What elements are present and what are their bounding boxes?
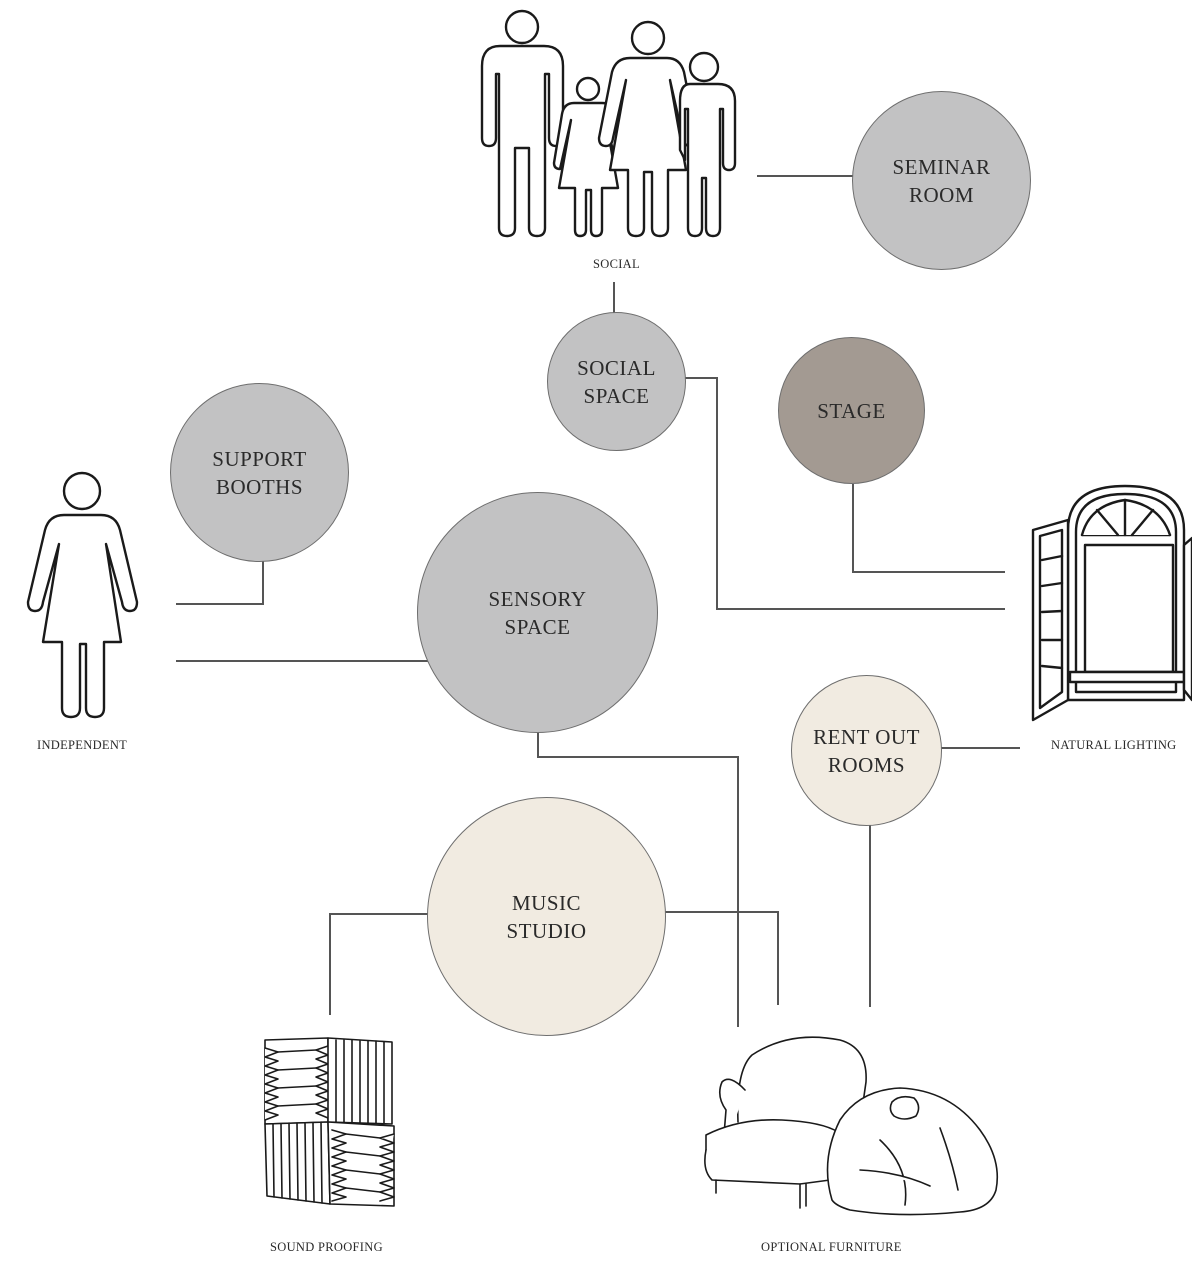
bubble-rent-out-rooms: RENT OUT ROOMS xyxy=(791,675,942,826)
bubble-social-space: SOCIAL SPACE xyxy=(547,312,686,451)
bubble-music-studio-label: MUSIC STUDIO xyxy=(506,890,587,943)
connector-independent-support xyxy=(176,557,264,605)
caption-sound-proofing: SOUND PROOFING xyxy=(270,1240,383,1254)
bubble-rent-out-rooms-label: RENT OUT ROOMS xyxy=(813,724,920,777)
bubble-stage-label: STAGE xyxy=(817,398,886,423)
bubble-sensory-space: SENSORY SPACE xyxy=(417,492,658,733)
connector-socialspace-window xyxy=(684,377,1005,610)
caption-independent: INDEPENDENT xyxy=(37,738,128,752)
connectors xyxy=(176,175,1020,1027)
connector-sensory-furniture xyxy=(537,723,739,1027)
connector-music-furniture xyxy=(664,911,779,1005)
caption-social: SOCIAL xyxy=(593,257,640,271)
connector-stage-window xyxy=(852,484,1005,573)
caption-optional-furniture: OPTIONAL FURNITURE xyxy=(761,1240,902,1254)
bubble-social-space-label: SOCIAL SPACE xyxy=(577,355,656,408)
armchair-beanbag-icon xyxy=(704,1036,999,1216)
bubble-seminar-room: SEMINAR ROOM xyxy=(852,91,1031,270)
acoustic-foam-icon xyxy=(264,1037,395,1207)
bubble-seminar-room-label: SEMINAR ROOM xyxy=(892,154,991,207)
bubble-sensory-space-label: SENSORY SPACE xyxy=(488,586,587,639)
family-icon xyxy=(480,9,737,238)
bubble-music-studio: MUSIC STUDIO xyxy=(427,797,666,1036)
person-icon xyxy=(26,471,139,719)
bubble-support-booths: SUPPORT BOOTHS xyxy=(170,383,349,562)
connector-music-soundproof xyxy=(329,913,431,1015)
bubble-stage: STAGE xyxy=(778,337,925,484)
caption-natural-lighting: NATURAL LIGHTING xyxy=(1051,738,1177,752)
bubble-support-booths-label: SUPPORT BOOTHS xyxy=(212,446,307,499)
window-icon xyxy=(1031,484,1192,722)
